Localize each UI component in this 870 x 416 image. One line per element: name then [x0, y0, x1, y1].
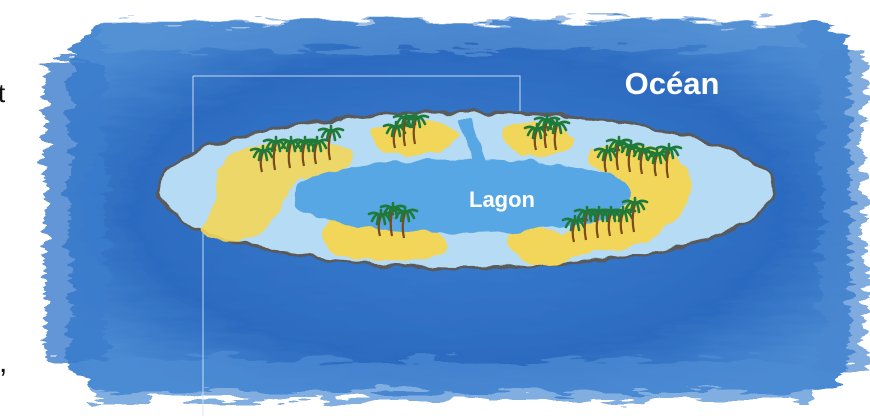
palm-tree-icon [621, 196, 649, 233]
palm-tree-icon [391, 205, 419, 239]
palm-tree-icon [655, 142, 683, 179]
palm-tree-icon [317, 124, 345, 161]
palm-tree-icon [249, 144, 277, 173]
cropped-text-fragment-bottom: , [0, 348, 7, 378]
palm-tree-icon [609, 205, 637, 235]
palm-tree-icon [629, 143, 657, 175]
lagoon-label: Lagon [469, 187, 535, 212]
ocean-label: Océan [625, 66, 720, 101]
palm-groups [249, 111, 683, 243]
palm-tree-icon [617, 139, 645, 173]
palm-tree-icon [543, 117, 571, 151]
palm-tree-icon [593, 144, 621, 173]
palm-tree-icon [402, 111, 430, 145]
palm-tree-icon [382, 120, 410, 149]
cropped-text-fragment-top: t [0, 78, 6, 108]
